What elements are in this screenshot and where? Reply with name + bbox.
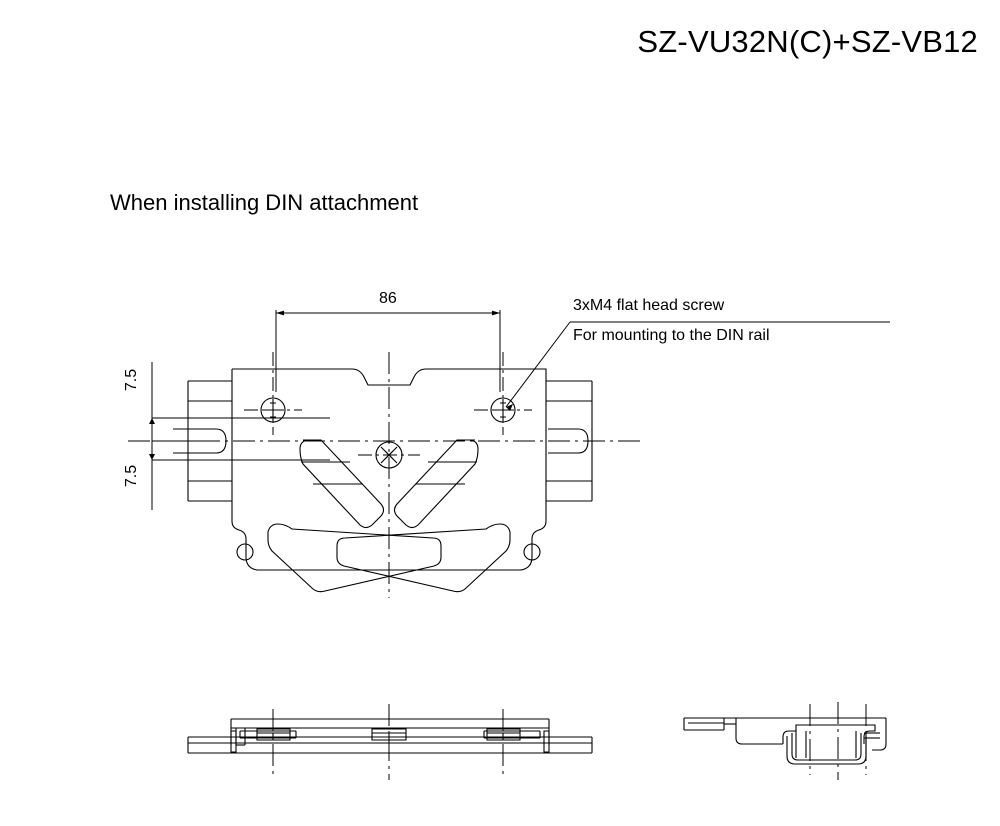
screw-left: [244, 352, 302, 435]
screw-head-front-left: [257, 729, 290, 740]
screw-callout-line-2: For mounting to the DIN rail: [573, 327, 770, 344]
screw-head-front-center: [372, 729, 406, 740]
dimension-7.5-group: [149, 362, 330, 510]
diagonal-slot-left: [300, 440, 384, 528]
dimension-label-86: 86: [379, 290, 397, 307]
mounting-hole-left: [237, 544, 253, 560]
callout-leader-group: [505, 321, 890, 411]
dimension-86-group: [275, 310, 501, 392]
pocket-left: [268, 524, 441, 592]
mounting-hole-right: [524, 544, 540, 560]
pocket-right: [337, 524, 510, 592]
screw-center: [358, 442, 420, 468]
diagonal-slot-right: [395, 440, 479, 528]
front-elevation-view: [188, 704, 592, 780]
screw-callout-line-1: 3xM4 flat head screw: [573, 297, 725, 314]
screw-head-front-right: [487, 729, 520, 740]
side-section-view: [684, 702, 886, 780]
section-heading: When installing DIN attachment: [110, 190, 419, 215]
page-title: SZ-VU32N(C)+SZ-VB12: [637, 24, 978, 59]
top-plan-view: [128, 352, 640, 598]
screw-right: [474, 352, 532, 435]
